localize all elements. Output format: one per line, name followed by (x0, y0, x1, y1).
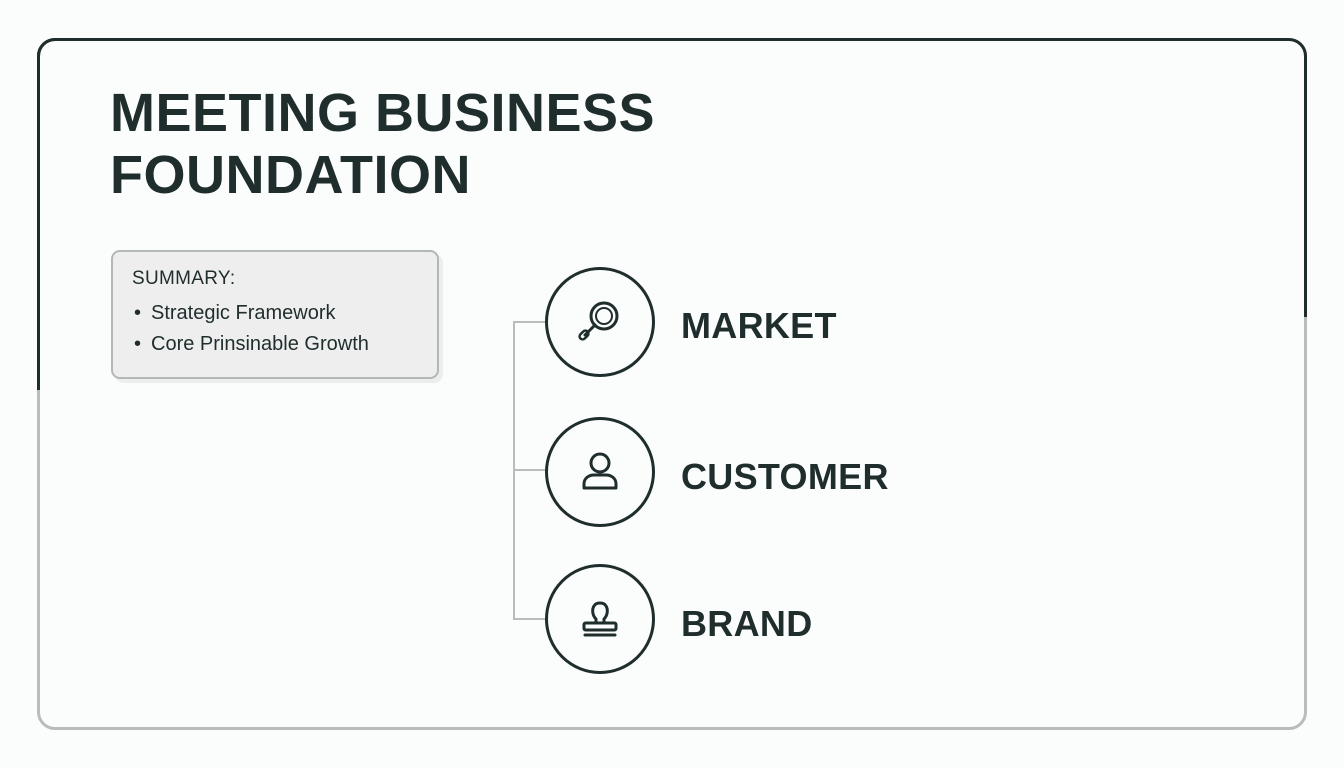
summary-box: SUMMARY: Strategic Framework Core Prinsi… (111, 250, 439, 379)
stamp-icon (582, 601, 618, 637)
summary-heading: SUMMARY: (132, 268, 236, 289)
node-market-circle (545, 267, 655, 377)
node-brand-circle (545, 564, 655, 674)
title-line-2: FOUNDATION (110, 145, 471, 205)
node-label-customer: CUSTOMER (681, 456, 889, 497)
node-customer-circle (545, 417, 655, 527)
magnifier-icon (578, 301, 619, 341)
slide-frame-accent-left (37, 38, 57, 390)
person-icon (582, 452, 618, 490)
slide-title: MEETING BUSINESS FOUNDATION (110, 82, 810, 206)
summary-list: Strategic Framework Core Prinsinable Gro… (132, 298, 419, 360)
node-label-market: MARKET (681, 305, 837, 346)
title-line-1: MEETING BUSINESS (110, 83, 656, 143)
summary-item: Strategic Framework (132, 298, 419, 329)
node-label-brand: BRAND (681, 603, 813, 644)
summary-item: Core Prinsinable Growth (132, 329, 419, 360)
